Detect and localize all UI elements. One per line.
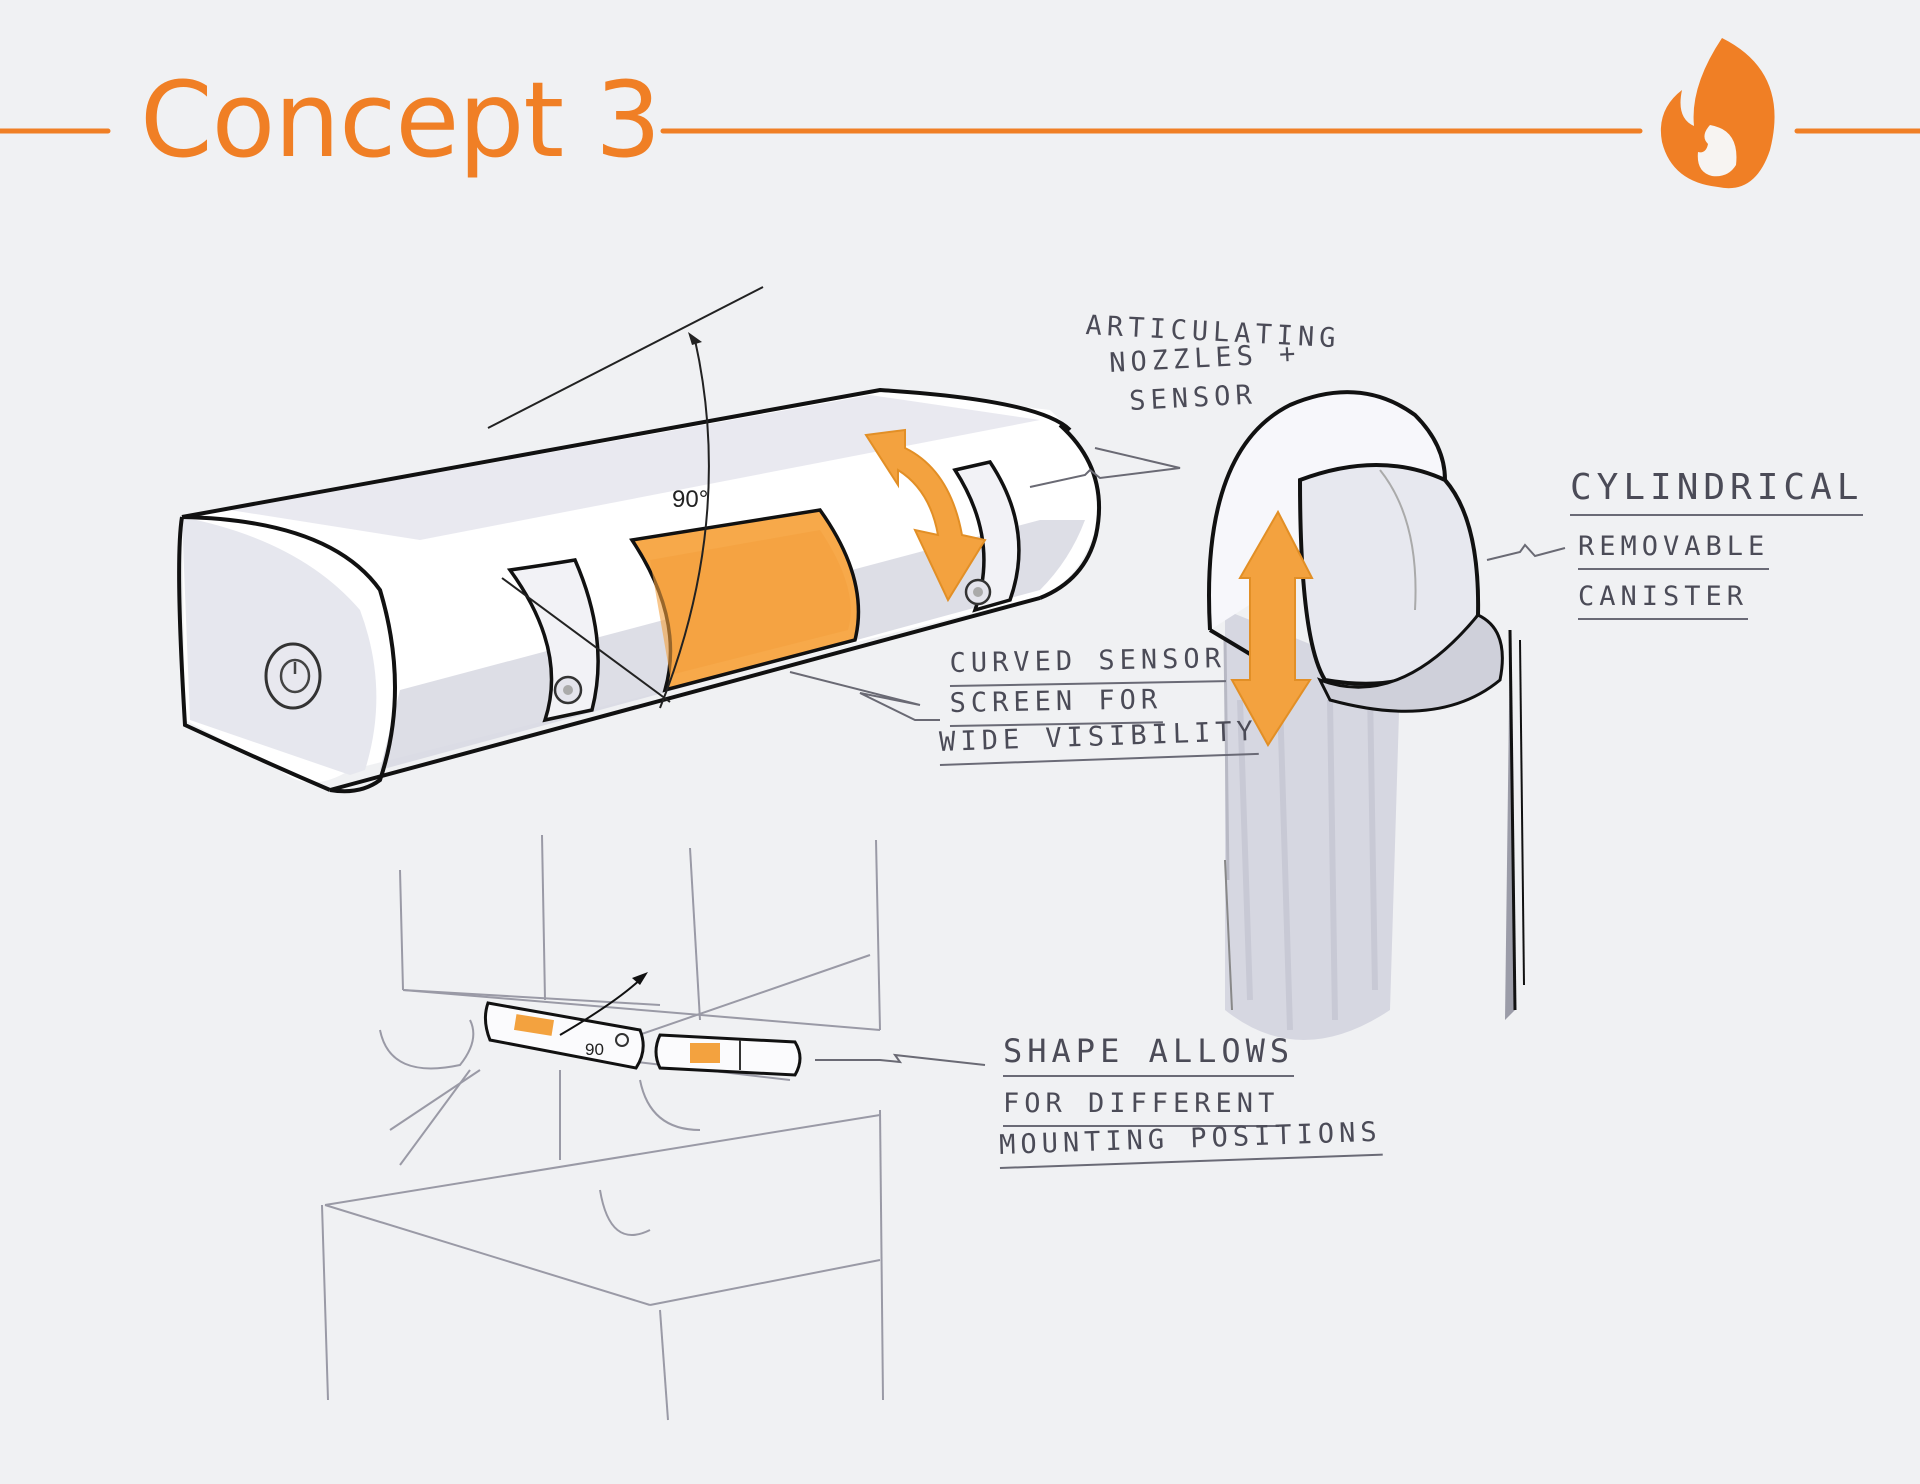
annotation-line: FOR DIFFERENT <box>1003 1090 1280 1127</box>
angle-label-main: 90° <box>672 486 709 513</box>
page-title: Concept 3 <box>140 59 661 181</box>
annotation-line: SENSOR <box>1128 379 1258 417</box>
angle-label-small: 90 <box>585 1040 604 1059</box>
flame-icon <box>1660 38 1775 189</box>
annotation-line: CURVED SENSOR <box>949 643 1227 687</box>
leader-lines <box>789 447 1566 1066</box>
annotation-line: CYLINDRICAL <box>1570 470 1864 516</box>
mounting-context-sketch <box>321 834 884 1421</box>
annotation-line: CANISTER <box>1578 583 1749 620</box>
mini-unit-sketch <box>483 972 802 1077</box>
annotation-line: REMOVABLE <box>1578 533 1770 570</box>
annotation-line: SHAPE ALLOWS <box>1003 1035 1295 1077</box>
main-unit-sketch <box>177 286 1101 794</box>
canister-sketch <box>1207 390 1525 1040</box>
